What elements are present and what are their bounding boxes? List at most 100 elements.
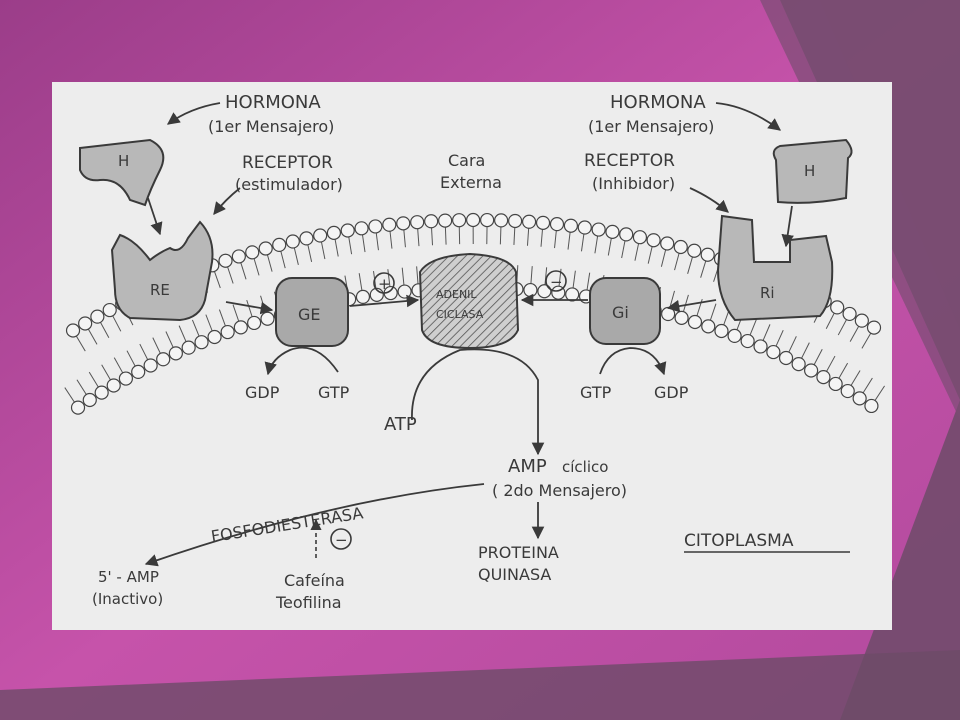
lipid-head xyxy=(326,225,342,240)
hormone-right-symbol: H xyxy=(804,162,815,180)
lipid-head xyxy=(816,369,831,385)
receptor-stimulator-symbol: RE xyxy=(150,281,170,299)
lipid-head xyxy=(521,214,537,229)
lipid-head xyxy=(646,233,661,248)
amp-main: AMP xyxy=(508,456,547,477)
gtp-left: GTP xyxy=(318,383,350,402)
arrow-hormone-right xyxy=(715,102,782,131)
lipid-head xyxy=(480,212,495,228)
receptor-inhibitor-symbol: Ri xyxy=(760,284,775,302)
lipid-head xyxy=(523,282,538,298)
arrow-hormone-left-down xyxy=(147,197,163,236)
lipid-head xyxy=(766,344,781,360)
lipid-head xyxy=(245,245,260,260)
g-stimulator-shape xyxy=(275,277,349,347)
amp-suffix: cíclico xyxy=(562,458,608,476)
hormone-right-label: HORMONA xyxy=(610,92,706,113)
adenil-ciclasa-shape xyxy=(418,252,520,350)
arrow-receptor-left xyxy=(213,187,241,215)
lipid-head xyxy=(90,309,105,324)
lipid-head xyxy=(247,315,262,331)
lipid-head xyxy=(840,383,855,399)
amp5-line1: 5' - AMP xyxy=(98,568,159,586)
hormone-left-symbol: H xyxy=(118,152,129,170)
lipid-head xyxy=(854,313,869,328)
proteina-line1: PROTEINA xyxy=(478,543,559,562)
arrow-receptor-right xyxy=(689,187,729,213)
arrow-atp-to-amp xyxy=(411,348,545,456)
lipid-head xyxy=(674,310,689,325)
lipid-head xyxy=(753,339,768,354)
lipid-head xyxy=(577,220,592,235)
gdp-left: GDP xyxy=(245,383,280,402)
lipid-head xyxy=(563,218,578,233)
g-inhibitory-symbol: Gi xyxy=(612,303,629,322)
lipid-head xyxy=(207,329,222,345)
lipid-head xyxy=(272,237,287,252)
lipid-head xyxy=(424,214,439,229)
lipid-head xyxy=(804,363,819,378)
lipid-head xyxy=(701,319,716,334)
lipid-head xyxy=(852,391,867,406)
lipid-head xyxy=(340,223,355,238)
lipid-head xyxy=(466,212,481,228)
hormone-left-label: HORMONA xyxy=(225,92,321,113)
lipid-head xyxy=(438,213,453,228)
atp-label: ATP xyxy=(384,414,417,435)
cafeina-line2: Teofilina xyxy=(275,593,342,612)
minus-inhib-circle xyxy=(330,528,352,550)
hormone-left-shape xyxy=(79,138,165,207)
lipid-head xyxy=(299,231,314,246)
diagram-panel: H HORMONA (1er Mensajero) RE RECEPTOR (e… xyxy=(52,82,892,630)
lipid-head xyxy=(727,328,742,344)
arrow-hormone-left xyxy=(166,102,221,125)
lipid-head xyxy=(687,314,703,330)
gtp-right: GTP xyxy=(580,383,612,402)
lipid-head xyxy=(508,213,523,229)
receptor-right-title: RECEPTOR xyxy=(584,151,675,171)
adenil-line1: ADENIL xyxy=(436,288,477,301)
arrow-ge-to-adenil xyxy=(349,294,420,308)
adenil-line2: CICLASA xyxy=(436,308,484,321)
lipid-head xyxy=(156,352,171,367)
lipid-head xyxy=(591,222,606,237)
hormone-right-sublabel: (1er Mensajero) xyxy=(588,117,714,136)
lipid-head xyxy=(94,385,109,400)
lipid-head xyxy=(494,213,509,228)
receptor-inhibitor-shape xyxy=(716,214,834,322)
cara-externa-line2: Externa xyxy=(440,173,502,192)
lipid-head xyxy=(714,323,729,339)
lipid-head xyxy=(143,358,158,373)
lipid-head xyxy=(565,287,580,302)
lipid-head xyxy=(285,234,300,249)
g-stimulator-symbol: GE xyxy=(298,305,321,324)
lipid-head xyxy=(106,378,121,393)
plus-circle xyxy=(373,272,395,294)
lipid-head xyxy=(619,227,634,242)
camp-signaling-diagram: H HORMONA (1er Mensajero) RE RECEPTOR (e… xyxy=(64,92,885,612)
lipid-head xyxy=(313,228,328,243)
lipid-head xyxy=(260,311,275,326)
citoplasma-label: CITOPLASMA xyxy=(684,531,794,551)
minus-circle xyxy=(545,270,567,292)
arrow-fosfodiesterasa xyxy=(144,483,485,567)
lipid-head xyxy=(220,324,235,340)
lipid-head xyxy=(864,398,879,414)
lipid-head xyxy=(866,320,882,335)
lipid-head xyxy=(168,346,183,361)
lipid-head xyxy=(368,219,383,234)
g-inhibitory-shape xyxy=(589,277,661,345)
receptor-left-title: RECEPTOR xyxy=(242,153,333,173)
lipid-head xyxy=(549,217,565,232)
arrow-gtp-gdp-right xyxy=(599,347,667,376)
amp5-line2: (Inactivo) xyxy=(92,590,163,608)
lipid-head xyxy=(102,302,117,318)
lipid-head xyxy=(355,289,371,305)
lipid-head xyxy=(397,284,412,299)
lipid-head xyxy=(181,340,196,355)
lipid-head xyxy=(410,215,425,230)
lipid-head xyxy=(354,221,369,236)
cafeina-line1: Cafeína xyxy=(284,571,345,590)
lipid-head xyxy=(82,392,97,408)
lipid-head xyxy=(687,243,702,258)
